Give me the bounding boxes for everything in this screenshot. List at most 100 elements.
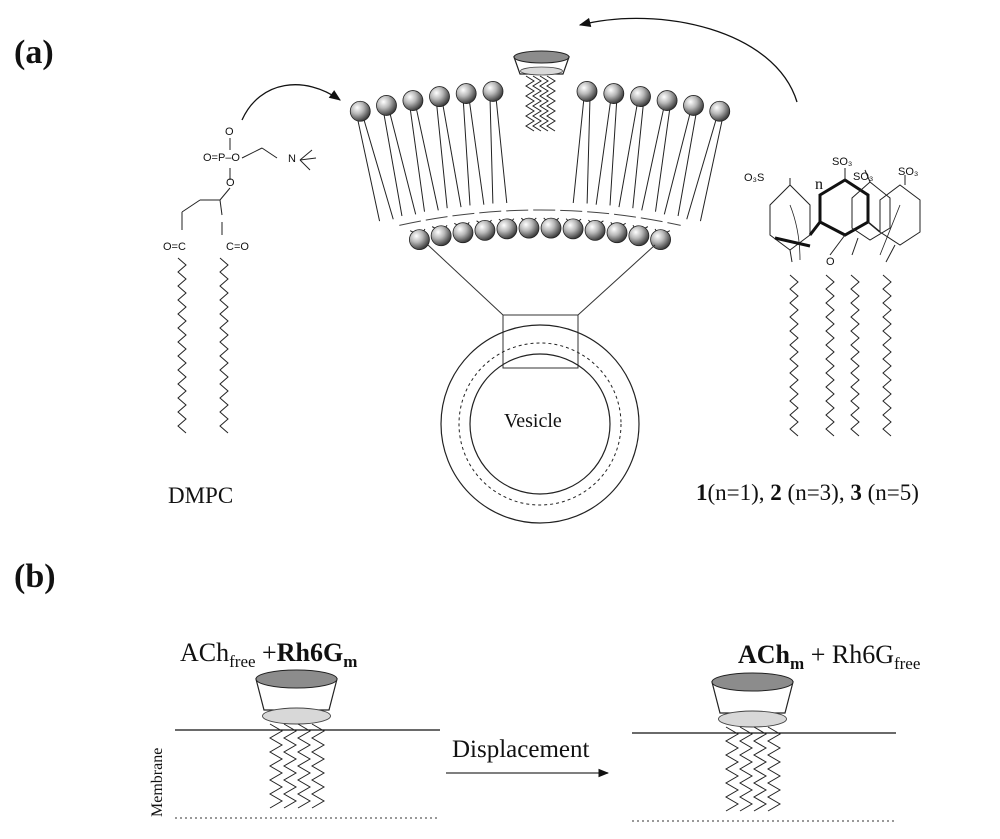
- calix-sulfonate-left: O₃S: [744, 172, 765, 184]
- lipid-headgroup: [562, 218, 584, 240]
- alkyl-chain: [539, 75, 549, 132]
- right-plus: +: [810, 640, 826, 669]
- compound-number-2: 2: [770, 480, 782, 505]
- lipid-tail: [468, 99, 485, 205]
- right-guest-sub: m: [790, 654, 805, 673]
- panel-label-a: (a): [14, 34, 54, 71]
- vesicle: [440, 324, 640, 524]
- lipid-tail: [586, 97, 591, 204]
- lipid-tail: [641, 106, 665, 211]
- lipid-headgroup: [630, 86, 651, 107]
- membrane-alkyl-chain: [753, 726, 767, 812]
- lipid-headgroup: [628, 225, 650, 247]
- right-probe: Rh6G: [831, 640, 894, 669]
- membrane-label: Membrane: [149, 747, 166, 817]
- lipid-headgroup: [430, 225, 452, 247]
- vesicle-label: Vesicle: [504, 410, 562, 432]
- compound-number-3: 3: [850, 480, 862, 505]
- lipid-tail: [435, 102, 448, 209]
- dmpc-label: DMPC: [168, 483, 234, 508]
- lipid-headgroup: [650, 229, 671, 251]
- lipid-headgroup: [349, 100, 371, 122]
- lipid-tail: [362, 117, 394, 220]
- membrane-right: [632, 672, 896, 822]
- dmpc-atom-carbonyl-2: C=O: [226, 241, 249, 253]
- left-probe-sub: m: [343, 652, 358, 671]
- membrane-left: [175, 669, 440, 819]
- alkyl-chain: [532, 75, 542, 132]
- lipid-tail: [409, 106, 426, 212]
- lipid-tail: [632, 102, 645, 209]
- lipid-tail: [663, 111, 691, 215]
- left-guest: ACh: [180, 638, 230, 667]
- lipid-headgroup: [452, 222, 474, 244]
- lipid-headgroup: [429, 86, 450, 107]
- lipid-headgroup: [482, 81, 504, 102]
- lipid-headgroup: [376, 95, 397, 116]
- zoom-lines: [427, 244, 656, 369]
- calixarene-structure: [769, 168, 921, 437]
- lipid-tail: [699, 117, 724, 222]
- arrow-calixarene-to-bilayer: [578, 17, 798, 103]
- lipid-headgroup: [518, 217, 540, 239]
- dmpc-structure: [177, 138, 317, 434]
- calix-oxygen: O: [826, 256, 835, 268]
- compound-n-2: (n=3),: [781, 480, 851, 505]
- compound-n-1: (n=1),: [707, 480, 771, 505]
- lipid-tail: [415, 106, 439, 211]
- lipid-headgroup: [474, 220, 496, 241]
- left-probe: Rh6G: [276, 638, 344, 667]
- lipid-headgroup: [683, 95, 704, 116]
- left-plus: +: [262, 638, 277, 667]
- lipid-tail: [462, 99, 471, 206]
- lipid-tail: [382, 111, 403, 217]
- compound-number-1: 1: [696, 480, 708, 505]
- membrane-alkyl-chain: [311, 723, 325, 809]
- membrane-alkyl-chain: [297, 723, 311, 809]
- lipid-tail: [609, 99, 618, 206]
- calix-sulfonate-right: SO₃: [898, 166, 919, 178]
- bilayer-midplane: [399, 209, 681, 226]
- dmpc-atom-p-group: O=P–O: [203, 152, 240, 164]
- lipid-headgroup: [606, 222, 628, 244]
- right-equation: AChm + Rh6Gfree: [738, 640, 921, 673]
- dmpc-atom-o-minus: O: [225, 126, 234, 138]
- lipid-headgroup: [584, 220, 606, 241]
- membrane-alkyl-chain: [739, 726, 753, 812]
- lipid-tail: [595, 99, 612, 205]
- lipid-bilayer-section: [349, 81, 731, 251]
- lipid-tail: [356, 117, 381, 222]
- embedded-calixarene: [513, 50, 570, 132]
- lipid-headgroup: [656, 90, 678, 111]
- right-probe-sub: free: [893, 654, 921, 673]
- dmpc-atom-o: O: [226, 177, 235, 189]
- lipid-headgroup: [603, 83, 625, 104]
- lipid-headgroup: [455, 83, 477, 104]
- lipid-headgroup: [496, 218, 518, 240]
- lipid-tail: [495, 97, 508, 204]
- lipid-tail: [389, 111, 417, 215]
- panel-label-b: (b): [14, 558, 56, 595]
- left-equation: AChfree +Rh6Gm: [180, 638, 358, 671]
- lipid-headgroup: [540, 217, 562, 239]
- membrane-alkyl-chain: [767, 726, 781, 812]
- lipid-headgroup: [402, 90, 424, 111]
- lipid-tail: [618, 102, 638, 208]
- displacement-label: Displacement: [452, 736, 590, 763]
- alkyl-chain: [546, 75, 556, 132]
- membrane-alkyl-chain: [283, 723, 297, 809]
- left-guest-sub: free: [229, 652, 256, 671]
- right-guest: ACh: [738, 640, 791, 669]
- lipid-tail: [686, 117, 718, 220]
- dmpc-atom-n-plus: N: [288, 153, 296, 165]
- membrane-alkyl-chain: [725, 726, 739, 812]
- lipid-headgroup: [409, 229, 430, 251]
- lipid-tail: [654, 106, 671, 212]
- arrow-dmpc-to-bilayer: [241, 84, 341, 121]
- calix-sulfonate-mid: SO₃: [832, 156, 853, 168]
- calix-sulfonate-mid2: SO₃: [853, 171, 874, 183]
- calixarene-host-left: [255, 669, 338, 725]
- lipid-tail: [572, 97, 585, 204]
- calixarene-host-right: [711, 672, 794, 728]
